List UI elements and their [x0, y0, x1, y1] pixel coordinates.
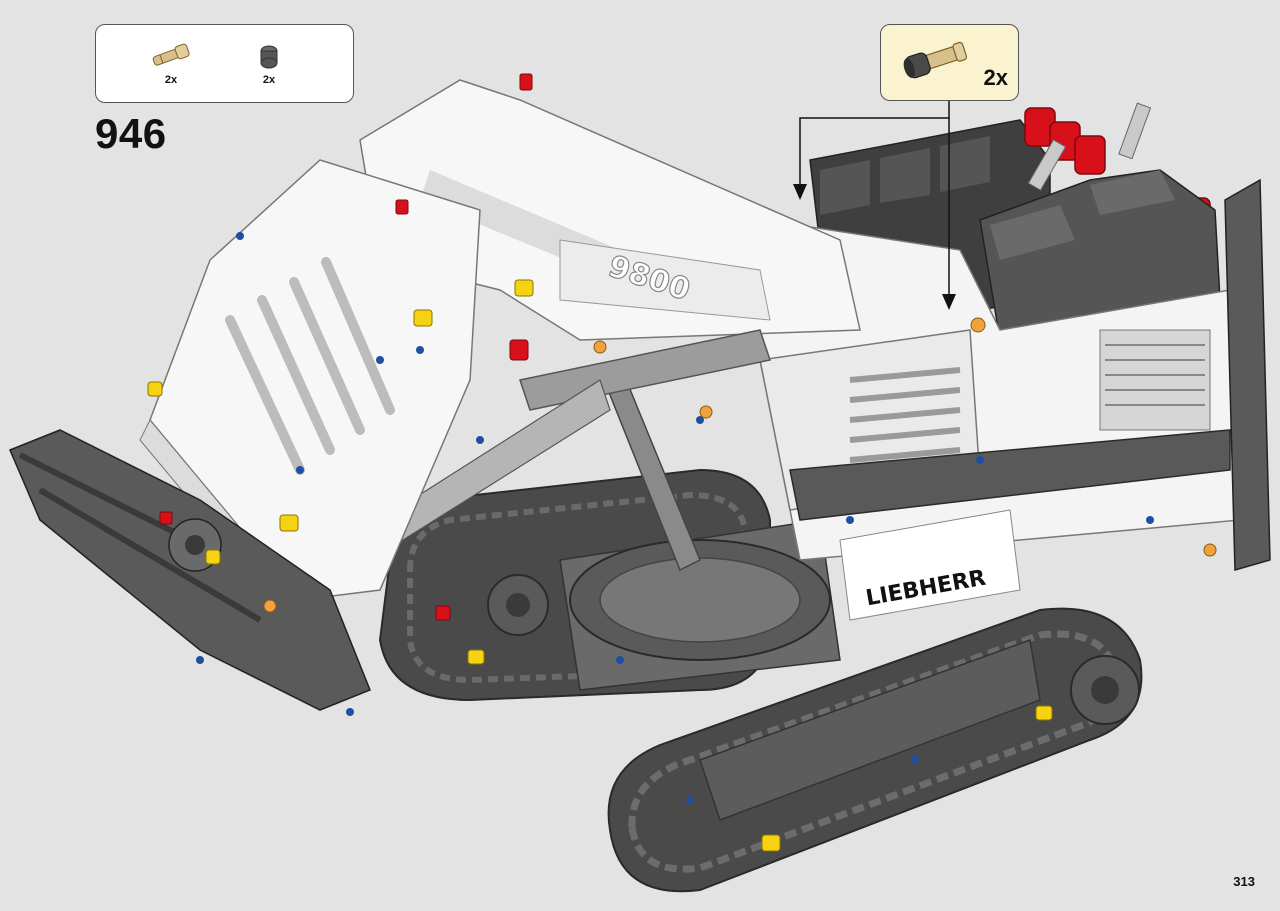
boom: 9800 — [359, 79, 861, 572]
front-track — [607, 607, 1143, 893]
accent-parts — [147, 73, 1217, 852]
part-quantity: 2x — [262, 74, 276, 86]
parts-list-item: 2x — [239, 41, 299, 97]
undercarriage — [559, 519, 841, 691]
sub-step-callout: 2x — [880, 24, 1019, 101]
axle-pin-with-bush-icon — [903, 41, 968, 79]
step-number: 946 — [95, 110, 167, 157]
part-quantity: 2x — [164, 74, 178, 86]
tan-axle-pin-icon — [152, 43, 190, 66]
callout-quantity: 2x — [983, 65, 1008, 90]
dark-gray-bush-icon — [260, 45, 278, 69]
parts-list-box: 2x 2x — [95, 24, 354, 103]
callout-pointer-lines — [799, 100, 950, 300]
page-number: 313 — [1233, 874, 1255, 889]
callout-arrowheads — [793, 184, 956, 310]
parts-list-item: 2x — [141, 41, 201, 97]
bucket-arm — [9, 429, 371, 711]
